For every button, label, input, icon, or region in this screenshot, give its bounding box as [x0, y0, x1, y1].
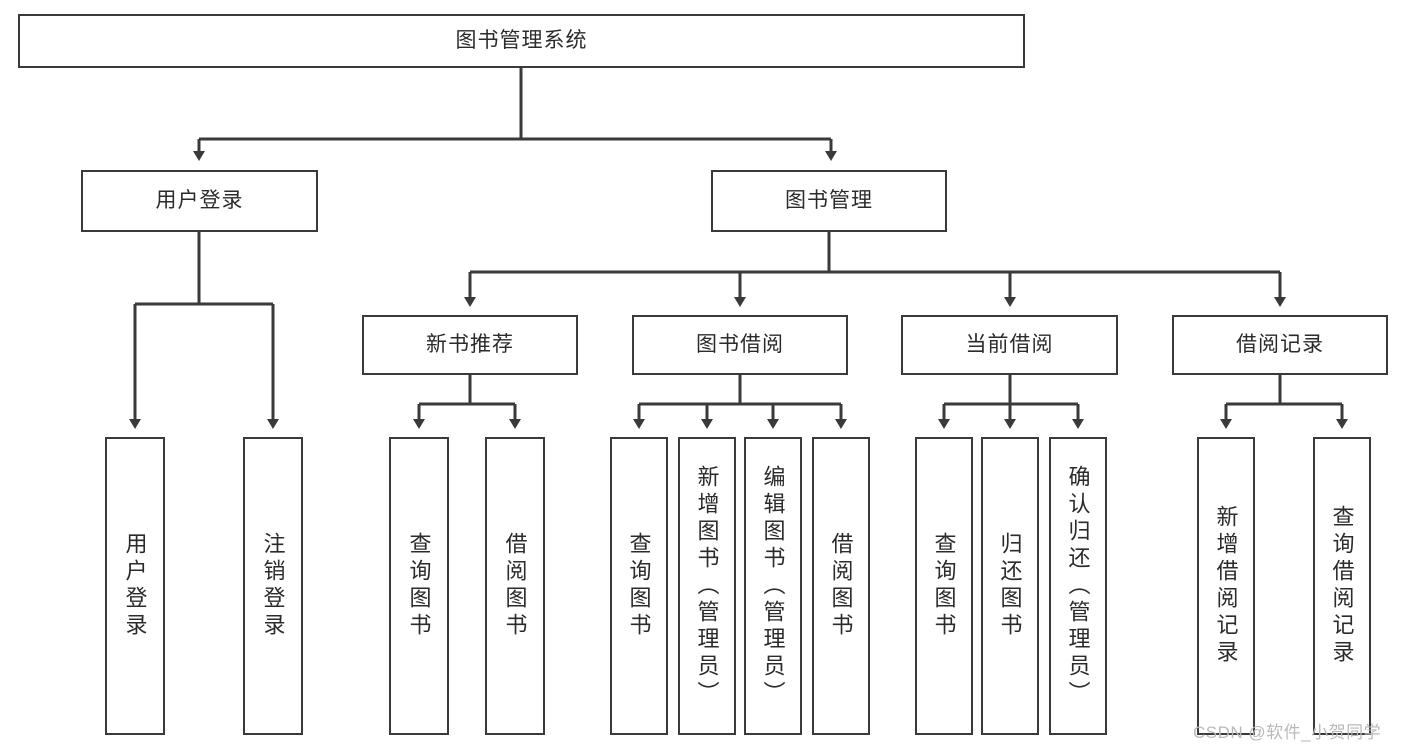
leaf-borrow-book[interactable]: 借阅图书	[812, 437, 870, 735]
leaf-edit-book-admin-label: 编辑图书（管理员）	[760, 464, 786, 708]
leaf-edit-book-admin[interactable]: 编辑图书（管理员）	[744, 437, 802, 735]
node-book-management[interactable]: 图书管理	[711, 170, 947, 232]
leaf-borrow-book-new[interactable]: 借阅图书	[485, 437, 545, 735]
node-new-book-recommend-label: 新书推荐	[426, 332, 514, 356]
watermark-text: CSDN @软件_小贺同学	[1193, 723, 1382, 742]
leaf-query-book-current[interactable]: 查询图书	[915, 437, 973, 735]
node-root[interactable]: 图书管理系统	[18, 14, 1025, 68]
node-book-borrow[interactable]: 图书借阅	[632, 315, 848, 375]
leaf-add-book-admin-label: 新增图书（管理员）	[694, 464, 720, 708]
node-root-label: 图书管理系统	[455, 28, 588, 52]
leaf-user-login-label: 用户登录	[122, 532, 148, 640]
leaf-confirm-return-admin-label: 确认归还（管理员）	[1065, 464, 1091, 708]
leaf-borrow-book-label: 借阅图书	[828, 532, 854, 640]
leaf-query-borrow-record-label: 查询借阅记录	[1329, 505, 1355, 667]
leaf-borrow-book-new-label: 借阅图书	[502, 532, 528, 640]
leaf-return-book-label: 归还图书	[997, 532, 1023, 640]
leaf-logout-label: 注销登录	[260, 532, 286, 640]
leaf-logout[interactable]: 注销登录	[243, 437, 303, 735]
node-user-login-label: 用户登录	[155, 188, 244, 212]
leaf-confirm-return-admin[interactable]: 确认归还（管理员）	[1049, 437, 1107, 735]
leaf-query-book-current-label: 查询图书	[931, 532, 957, 640]
node-current-borrow-label: 当前借阅	[965, 332, 1054, 356]
node-borrow-record-label: 借阅记录	[1236, 332, 1324, 356]
node-new-book-recommend[interactable]: 新书推荐	[362, 315, 578, 375]
node-user-login[interactable]: 用户登录	[81, 170, 318, 232]
leaf-add-book-admin[interactable]: 新增图书（管理员）	[678, 437, 736, 735]
leaf-query-book-new[interactable]: 查询图书	[389, 437, 449, 735]
leaf-query-borrow-record[interactable]: 查询借阅记录	[1313, 437, 1371, 735]
leaf-return-book[interactable]: 归还图书	[981, 437, 1039, 735]
node-book-borrow-label: 图书借阅	[696, 332, 784, 356]
node-book-management-label: 图书管理	[785, 188, 873, 212]
leaf-add-borrow-record-label: 新增借阅记录	[1213, 505, 1239, 667]
leaf-add-borrow-record[interactable]: 新增借阅记录	[1197, 437, 1255, 735]
leaf-user-login[interactable]: 用户登录	[105, 437, 165, 735]
node-current-borrow[interactable]: 当前借阅	[901, 315, 1118, 375]
leaf-query-book-borrow[interactable]: 查询图书	[610, 437, 668, 735]
leaf-query-book-new-label: 查询图书	[406, 532, 432, 640]
leaf-query-book-borrow-label: 查询图书	[626, 532, 652, 640]
node-borrow-record[interactable]: 借阅记录	[1172, 315, 1388, 375]
